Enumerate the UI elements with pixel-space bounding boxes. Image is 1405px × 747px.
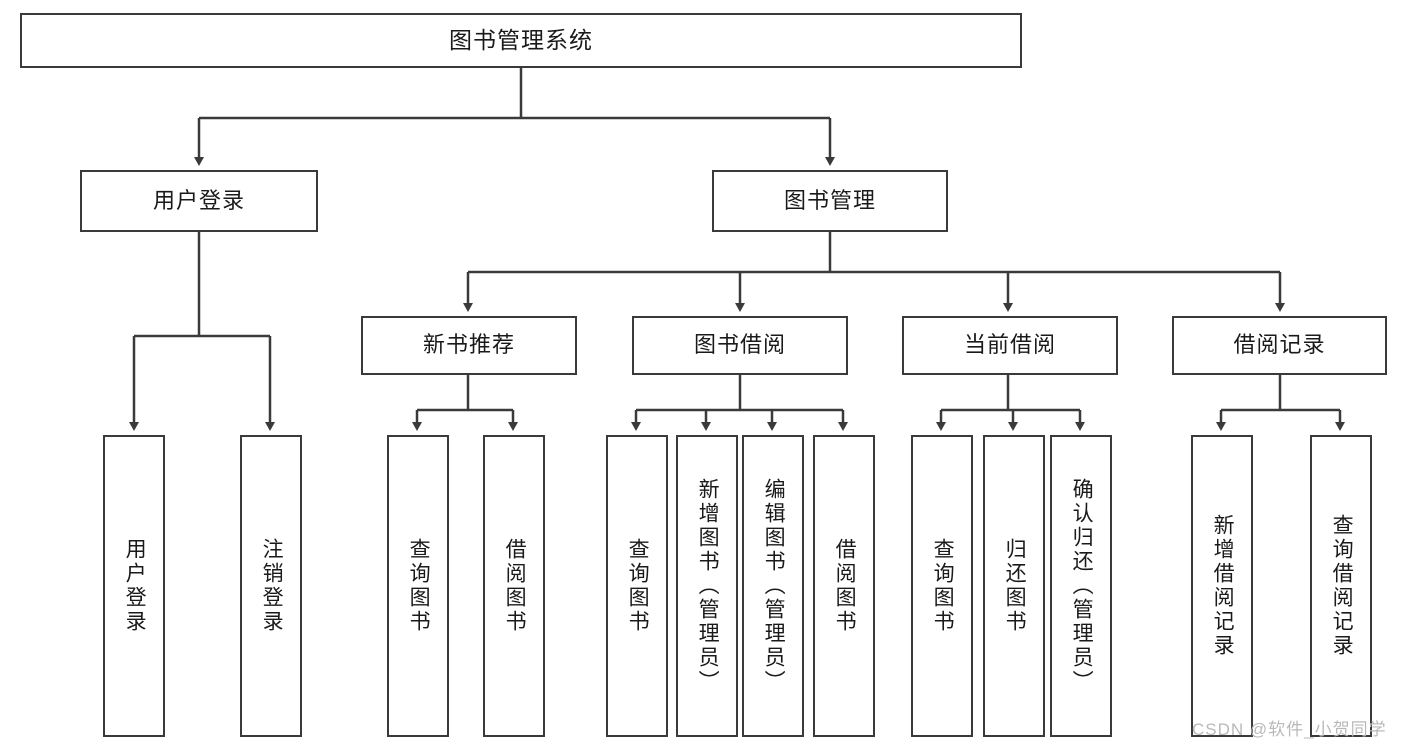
node-leaf-query-book-2[interactable]: 查询图书 bbox=[606, 435, 668, 737]
csdn-watermark: CSDN @软件_小贺同学 bbox=[1192, 720, 1387, 739]
leaf-label: 查询借阅记录 bbox=[1330, 514, 1354, 658]
leaf-label: 归还图书 bbox=[1003, 538, 1027, 634]
node-borrow-record[interactable]: 借阅记录 bbox=[1172, 316, 1387, 375]
node-leaf-user-login[interactable]: 用户登录 bbox=[103, 435, 165, 737]
node-current-borrow[interactable]: 当前借阅 bbox=[902, 316, 1118, 375]
leaf-label: 注销登录 bbox=[260, 538, 284, 634]
node-book-borrow[interactable]: 图书借阅 bbox=[632, 316, 848, 375]
leaf-label: 借阅图书 bbox=[503, 538, 527, 634]
leaf-label: 查询图书 bbox=[407, 538, 431, 634]
node-leaf-borrow-book-2[interactable]: 借阅图书 bbox=[813, 435, 875, 737]
node-leaf-query-record[interactable]: 查询借阅记录 bbox=[1310, 435, 1372, 737]
leaf-label: 查询图书 bbox=[931, 538, 955, 634]
leaf-label: 新增借阅记录 bbox=[1211, 514, 1235, 658]
node-leaf-confirm-return[interactable]: 确认归还（管理员） bbox=[1050, 435, 1112, 737]
node-root[interactable]: 图书管理系统 bbox=[20, 13, 1022, 68]
node-leaf-logout[interactable]: 注销登录 bbox=[240, 435, 302, 737]
node-user-login[interactable]: 用户登录 bbox=[80, 170, 318, 232]
leaf-label: 确认归还（管理员） bbox=[1070, 478, 1094, 694]
node-leaf-borrow-book-1[interactable]: 借阅图书 bbox=[483, 435, 545, 737]
node-leaf-add-record[interactable]: 新增借阅记录 bbox=[1191, 435, 1253, 737]
node-leaf-add-book[interactable]: 新增图书（管理员） bbox=[676, 435, 738, 737]
leaf-label: 编辑图书（管理员） bbox=[762, 478, 786, 694]
node-new-book-recommend[interactable]: 新书推荐 bbox=[361, 316, 577, 375]
leaf-label: 新增图书（管理员） bbox=[696, 478, 720, 694]
node-book-manage[interactable]: 图书管理 bbox=[712, 170, 948, 232]
leaf-label: 用户登录 bbox=[123, 538, 147, 634]
node-leaf-query-book-3[interactable]: 查询图书 bbox=[911, 435, 973, 737]
leaf-label: 借阅图书 bbox=[833, 538, 857, 634]
leaf-label: 查询图书 bbox=[626, 538, 650, 634]
node-leaf-edit-book[interactable]: 编辑图书（管理员） bbox=[742, 435, 804, 737]
node-leaf-query-book-1[interactable]: 查询图书 bbox=[387, 435, 449, 737]
node-leaf-return-book[interactable]: 归还图书 bbox=[983, 435, 1045, 737]
